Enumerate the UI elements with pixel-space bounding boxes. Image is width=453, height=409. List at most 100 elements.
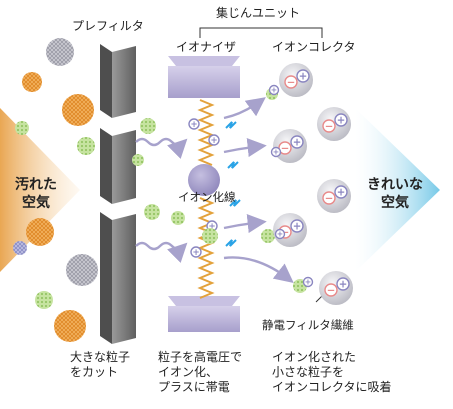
plus-badge: + [296, 69, 310, 83]
flow-arrow [135, 241, 188, 263]
badge-sign: + [337, 115, 346, 126]
electrostatic-fiber-label: 静電フィルタ繊維 [262, 318, 354, 332]
badge-sign: + [208, 222, 215, 232]
caption-line: イオン化された [272, 350, 357, 364]
badge-sign: + [210, 136, 217, 146]
badge-sign: − [327, 285, 336, 296]
badge-sign: + [293, 137, 302, 148]
badge-circle [296, 69, 310, 83]
ionizer-block-bottom-face [168, 306, 240, 332]
particle [15, 121, 29, 135]
plus-badge: + [302, 276, 314, 288]
particle [261, 229, 275, 243]
prefilter-plate [112, 46, 136, 118]
clean-air-line: 空気 [381, 195, 409, 211]
badge-circle [274, 228, 286, 240]
particle [66, 254, 98, 286]
badge-sign: + [277, 229, 283, 238]
clean-air-line: きれいな [367, 177, 423, 193]
plus-badge: + [334, 113, 348, 127]
caption-line: 粒子を高電圧で [158, 350, 243, 364]
caption-line: イオンコレクタに吸着 [272, 380, 392, 394]
ionizer-wire-circle [188, 164, 220, 196]
prefilter-plate [100, 128, 112, 204]
badge-circle [208, 134, 220, 146]
caption-adsorb: イオン化された 小さな粒子を イオンコレクタに吸着 [272, 350, 392, 395]
minus-badge: − [284, 75, 298, 89]
badge-circle [322, 119, 336, 133]
unit-title: 集じんユニット [216, 6, 301, 20]
spark-bolt [229, 199, 241, 207]
particle [35, 291, 53, 309]
plus-badge: + [334, 185, 348, 199]
badge-circle [290, 219, 304, 233]
badge-sign: + [271, 85, 277, 94]
particle [77, 137, 95, 155]
plus-badge: + [274, 228, 286, 240]
minus-badge: − [322, 191, 336, 205]
clean-air-label: きれいな 空気 [356, 176, 434, 212]
plus-badge: + [270, 146, 282, 158]
badge-sign: + [273, 147, 279, 156]
badge-sign: + [337, 187, 346, 198]
ionizer-label: イオナイザ [176, 40, 237, 54]
badge-circle [268, 84, 280, 96]
badge-circle [324, 283, 338, 297]
plus-badge: + [290, 135, 304, 149]
badge-sign: + [339, 279, 348, 290]
badge-sign: + [192, 248, 199, 258]
spark-zigzag [197, 99, 215, 166]
ionizer [168, 56, 240, 332]
badge-sign: − [281, 143, 290, 154]
dirty-air-line: 空気 [22, 195, 50, 211]
caption-cut: 大きな粒子 をカット [70, 350, 130, 380]
minus-badge: − [324, 283, 338, 297]
badge-sign: + [305, 277, 311, 286]
plus-badge: + [290, 219, 304, 233]
badge-circle [190, 246, 202, 258]
badge-sign: − [287, 77, 296, 88]
flow-arrow [135, 137, 188, 159]
badge-circle [334, 113, 348, 127]
plus-badge: + [190, 246, 202, 258]
prefilter-plate [112, 130, 136, 204]
caption-line: プラスに帯電 [158, 380, 230, 394]
badge-circle [302, 276, 314, 288]
particle [46, 38, 74, 66]
collector-label: イオンコレクタ [272, 40, 356, 54]
spark-bolt [225, 121, 237, 129]
dirty-air-line: 汚れた [15, 177, 57, 193]
badge-circle [336, 277, 350, 291]
badge-circle [188, 118, 200, 130]
ionizer-block-top-face [168, 66, 240, 98]
particle [13, 241, 27, 255]
flow-arrow [223, 256, 294, 283]
particle [26, 218, 54, 246]
spark-zigzag [197, 197, 215, 299]
prefilter [100, 44, 136, 344]
badge-circle [270, 146, 282, 158]
flow-arrow [223, 97, 266, 120]
badge-circle [334, 185, 348, 199]
badge-circle [284, 75, 298, 89]
caption-line: イオン化、 [158, 365, 219, 379]
caption-line: 小さな粒子を [272, 365, 345, 379]
spark-bolt [225, 239, 237, 247]
caption-charge: 粒子を高電圧で イオン化、 プラスに帯電 [158, 350, 242, 395]
caption-line: 大きな粒子 [70, 350, 131, 364]
badge-circle [322, 191, 336, 205]
prefilter-plate [100, 212, 112, 288]
badge-circle [290, 135, 304, 149]
spark-bolt [227, 161, 239, 169]
particle [202, 228, 218, 244]
clean-air-arrow [355, 108, 440, 272]
badge-sign: + [293, 221, 302, 232]
particle [22, 72, 42, 92]
prefilter-plate [112, 214, 136, 288]
dirty-air-label: 汚れた 空気 [6, 176, 66, 212]
badge-sign: + [190, 120, 197, 130]
particle [132, 154, 144, 166]
caption-line: をカット [70, 365, 119, 379]
prefilter-label: プレフィルタ [72, 19, 144, 33]
plus-badge: + [336, 277, 350, 291]
